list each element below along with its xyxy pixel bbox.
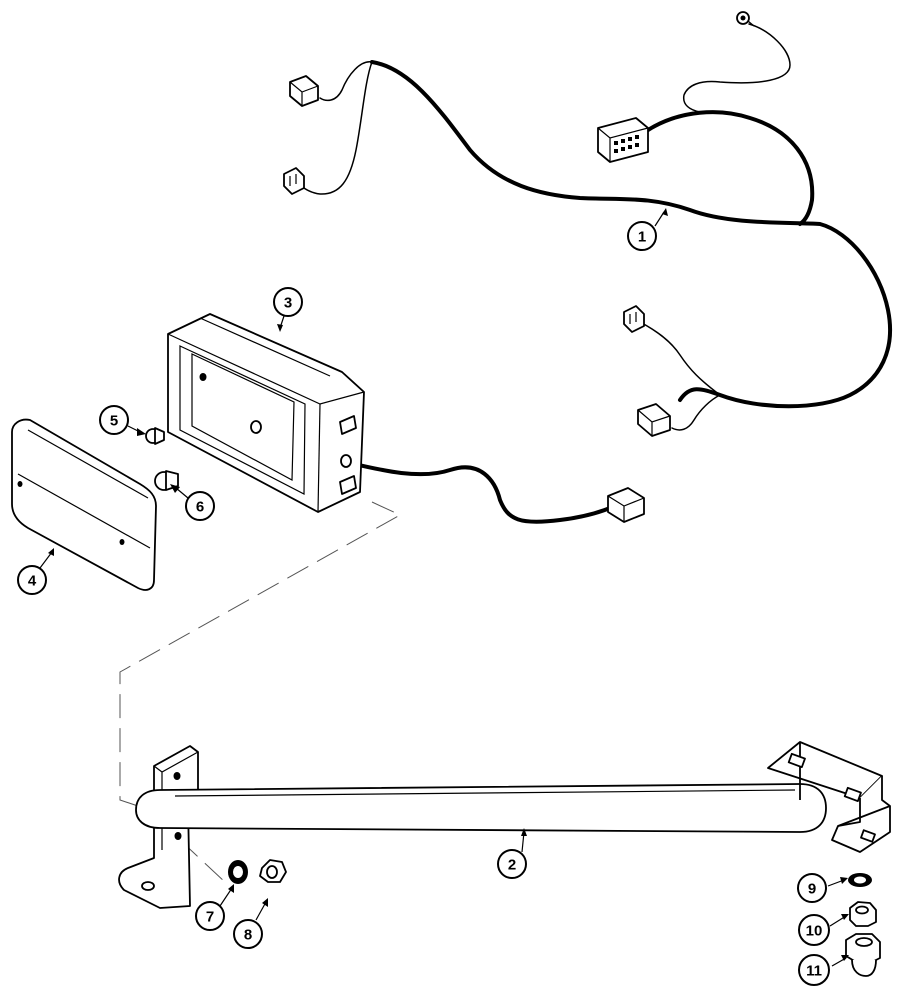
hex-nut-left — [259, 859, 287, 883]
callout-5-label: 5 — [110, 413, 118, 430]
connector-right-a — [623, 305, 645, 333]
bulb-small — [145, 427, 165, 445]
connector-top-left-b — [283, 167, 305, 195]
callout-5: 5 — [99, 405, 129, 435]
connector-lamp — [607, 487, 645, 523]
callout-9: 9 — [797, 873, 827, 903]
callout-4-label: 4 — [28, 573, 37, 590]
callout-1: 1 — [627, 221, 657, 251]
hex-nut-right — [849, 901, 877, 927]
callout-6-label: 6 — [196, 499, 204, 516]
callout-10-label: 10 — [806, 923, 823, 940]
lamp-housing — [167, 313, 365, 513]
callout-10: 10 — [798, 914, 830, 946]
callout-2-label: 2 — [508, 857, 516, 874]
callout-4: 4 — [17, 565, 47, 595]
callout-2: 2 — [497, 849, 527, 879]
connector-right-b — [637, 403, 671, 437]
callout-11-label: 11 — [806, 963, 822, 980]
mounting-bar — [118, 741, 891, 909]
lamp-lens — [11, 418, 157, 591]
callout-7: 7 — [195, 901, 225, 931]
ring-terminal — [736, 11, 755, 27]
callout-11: 11 — [798, 954, 830, 986]
callout-3: 3 — [273, 287, 303, 317]
assembly-dashed-line — [119, 501, 402, 811]
bulb-large — [154, 470, 179, 491]
callout-9-label: 9 — [808, 881, 816, 898]
multi-pin-connector — [597, 117, 649, 163]
lock-washer-right — [848, 873, 872, 887]
callout-7-label: 7 — [206, 909, 214, 926]
callout-3-label: 3 — [284, 295, 292, 312]
lock-washer-left — [228, 860, 248, 884]
callout-6: 6 — [185, 491, 215, 521]
cap-nut-right — [845, 933, 881, 977]
wiring-harness — [283, 11, 893, 524]
callout-1-label: 1 — [638, 229, 646, 246]
callout-8-label: 8 — [244, 927, 252, 944]
leader-lines — [39, 208, 849, 967]
connector-top-left-a — [289, 75, 319, 107]
callout-8: 8 — [233, 919, 263, 949]
